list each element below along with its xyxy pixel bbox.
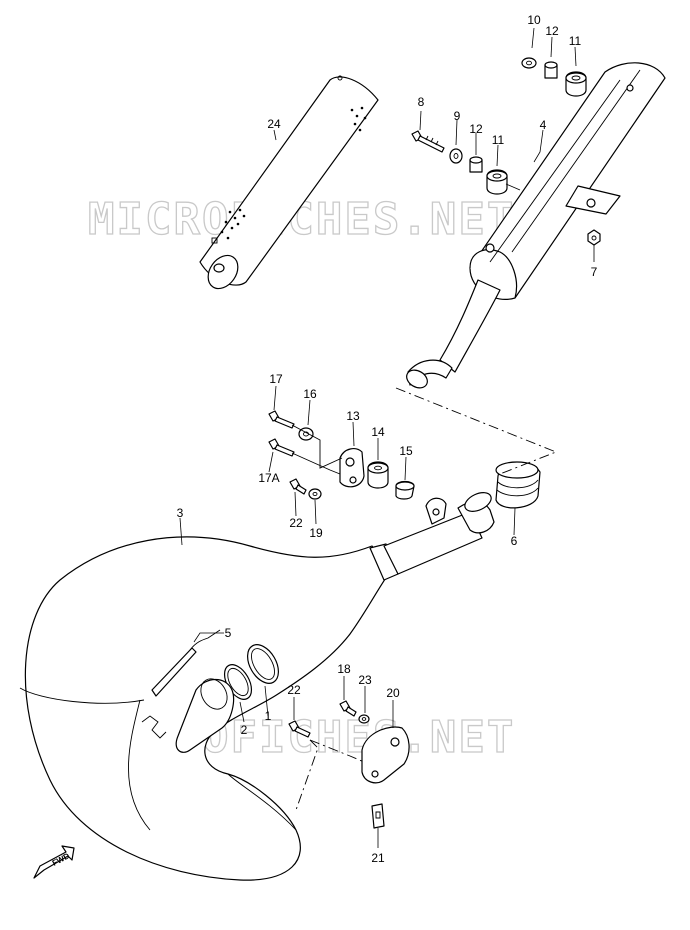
- callout-6[interactable]: 6: [511, 534, 518, 548]
- callout-17[interactable]: 17: [269, 372, 283, 386]
- fwd-arrow-icon: FWD: [33, 845, 75, 879]
- exhaust-manifold-flange: [175, 678, 235, 753]
- callout-11-top[interactable]: 11: [569, 34, 582, 48]
- callout-16[interactable]: 16: [303, 387, 317, 401]
- part-21-clip[interactable]: [371, 803, 385, 829]
- callout-12-top[interactable]: 12: [545, 24, 559, 38]
- callout-7[interactable]: 7: [591, 265, 598, 279]
- callout-14[interactable]: 14: [371, 425, 385, 439]
- callout-20[interactable]: 20: [386, 686, 400, 700]
- callout-10[interactable]: 10: [527, 13, 541, 27]
- callout-22-upper[interactable]: 22: [289, 516, 303, 530]
- callout-21[interactable]: 21: [371, 851, 385, 865]
- callout-4[interactable]: 4: [540, 118, 547, 132]
- part-23-washer[interactable]: [358, 714, 370, 724]
- callout-11[interactable]: 11: [492, 133, 505, 147]
- part-22-bolt-lower[interactable]: [288, 720, 311, 738]
- callout-12[interactable]: 12: [469, 122, 483, 136]
- part-3-exhaust-pipe[interactable]: [19, 489, 495, 881]
- part-1-gasket[interactable]: [241, 639, 285, 688]
- callout-2[interactable]: 2: [241, 723, 248, 737]
- callout-15[interactable]: 15: [399, 444, 413, 458]
- leader-lines: [179, 27, 595, 848]
- part-22-bolt-upper[interactable]: [289, 478, 307, 495]
- callout-9[interactable]: 9: [454, 109, 461, 123]
- callout-13[interactable]: 13: [346, 409, 360, 423]
- part-12-collar-top[interactable]: [544, 61, 558, 79]
- part-17-bolt[interactable]: [268, 410, 295, 429]
- part-6-exhaust-joint[interactable]: [495, 461, 541, 509]
- part-13-bracket[interactable]: [339, 448, 365, 488]
- part-15-collar[interactable]: [395, 480, 415, 500]
- callout-3[interactable]: 3: [177, 506, 184, 520]
- callout-18[interactable]: 18: [337, 662, 351, 676]
- part-14-grommet[interactable]: [367, 461, 389, 489]
- spring-hook: [141, 715, 167, 739]
- part-4-muffler[interactable]: [403, 62, 666, 392]
- callout-1[interactable]: 1: [265, 709, 272, 723]
- callout-5[interactable]: 5: [225, 626, 232, 640]
- callout-24[interactable]: 24: [267, 117, 281, 131]
- callout-22-lower[interactable]: 22: [287, 683, 301, 697]
- part-10-washer[interactable]: [521, 57, 537, 69]
- part-19-washer[interactable]: [308, 488, 322, 500]
- part-17a-bolt[interactable]: [268, 438, 295, 457]
- part-18-bolt[interactable]: [339, 700, 357, 717]
- callout-labels: 10 12 11 8 9 12 11 4 7 24 17 16 13 14 15…: [177, 13, 598, 865]
- part-12-collar[interactable]: [469, 156, 483, 173]
- callout-17a[interactable]: 17A: [258, 471, 279, 485]
- callout-23[interactable]: 23: [358, 673, 372, 687]
- callout-19[interactable]: 19: [309, 526, 323, 540]
- part-8-bolt[interactable]: [411, 130, 445, 153]
- part-5-spring[interactable]: [151, 629, 221, 697]
- callout-8[interactable]: 8: [418, 95, 425, 109]
- part-9-washer[interactable]: [449, 148, 463, 164]
- part-24-silencer-cover[interactable]: [199, 75, 379, 294]
- part-11-grommet-top[interactable]: [565, 71, 587, 97]
- part-11-grommet[interactable]: [486, 169, 508, 195]
- part-7-nut[interactable]: [587, 229, 601, 246]
- part-20-bracket[interactable]: [361, 726, 410, 784]
